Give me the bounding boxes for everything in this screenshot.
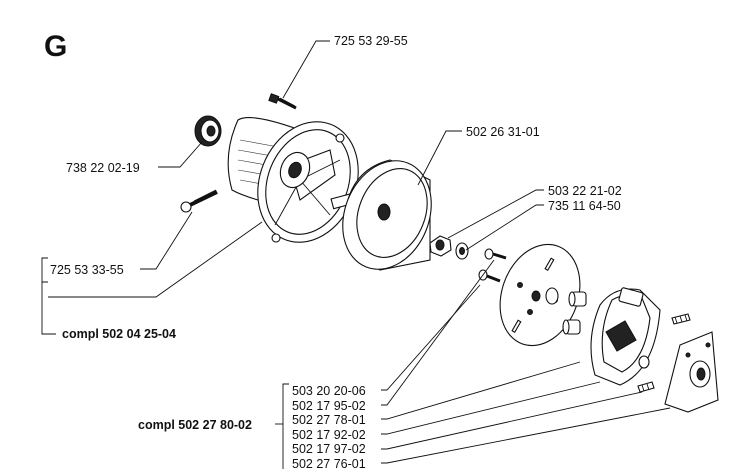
clutch-plate-drawing xyxy=(499,243,581,347)
screw-left-drawing xyxy=(180,189,218,213)
part-label-503-22-21-02: 503 22 21-02 xyxy=(548,184,622,198)
part-label-735-11-64-50: 735 11 64-50 xyxy=(548,199,621,213)
section-letter: G xyxy=(44,30,67,63)
spacers-drawing xyxy=(562,291,587,335)
clutch-housing-drawing xyxy=(227,117,359,243)
nut-washer-drawing xyxy=(429,235,469,260)
part-label-502-26-31-01: 502 26 31-01 xyxy=(466,125,540,139)
part-label-725-53-33-55: 725 53 33-55 xyxy=(50,263,124,277)
assembly-label-502-27-80-02: compl 502 27 80-02 xyxy=(138,418,252,432)
clutch-shoes-drawing xyxy=(590,287,661,386)
part-label-725-53-29-55: 725 53 29-55 xyxy=(334,34,408,48)
springs-drawing xyxy=(637,313,691,393)
screw-top-drawing xyxy=(268,93,297,110)
part-label-502-17-92-02: 502 17 92-02 xyxy=(292,428,366,442)
small-screws-drawing xyxy=(478,248,507,283)
bearing-drawing xyxy=(194,115,222,147)
part-label-502-27-78-01: 502 27 78-01 xyxy=(292,413,366,427)
part-label-502-27-76-01: 502 27 76-01 xyxy=(292,457,366,469)
clutch-drum-drawing xyxy=(330,159,432,271)
part-label-738-22-02-19: 738 22 02-19 xyxy=(66,161,140,175)
part-label-503-20-20-06: 503 20 20-06 xyxy=(292,384,366,398)
hub-plate-drawing xyxy=(664,331,719,413)
part-label-502-17-97-02: 502 17 97-02 xyxy=(292,442,366,456)
leader-lines xyxy=(41,40,671,469)
assembly-label-502-04-25-04: compl 502 04 25-04 xyxy=(62,327,176,341)
part-label-502-17-95-02: 502 17 95-02 xyxy=(292,399,366,413)
